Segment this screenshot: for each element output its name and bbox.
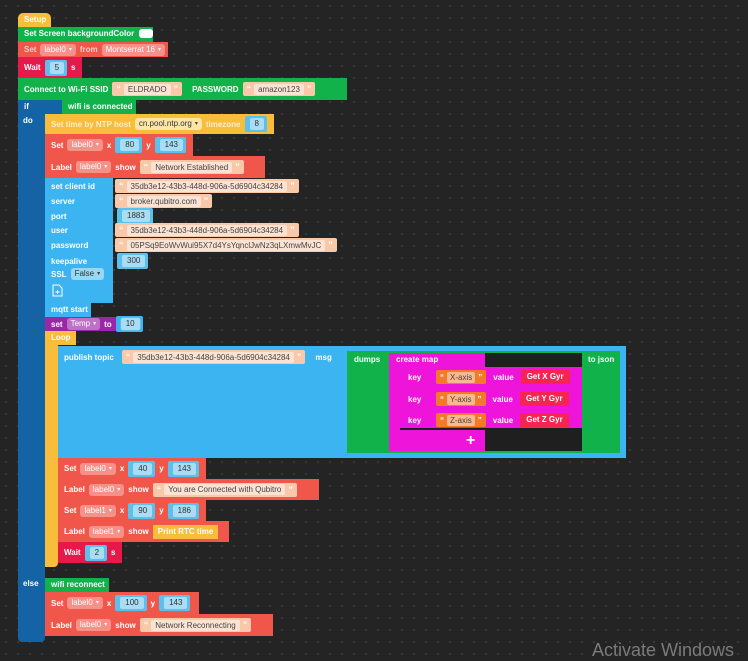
add-entry-button[interactable]: +: [466, 432, 476, 449]
variable-dropdown[interactable]: Temp▾: [66, 318, 101, 330]
setup-label: Setup: [24, 15, 47, 24]
wifi-connected-condition[interactable]: wifi is connected: [62, 100, 136, 114]
loop-header: Loop: [45, 331, 76, 345]
x-input[interactable]: 100: [119, 596, 145, 610]
y-input[interactable]: 143: [171, 461, 197, 476]
map-entry[interactable]: key “Z-axis” value Get Z Gyr: [408, 413, 569, 427]
key-input[interactable]: “Z-axis”: [436, 413, 486, 427]
y-input[interactable]: 186: [171, 503, 197, 518]
if-label: if: [24, 102, 29, 111]
user-row: user “35db3e12-43b3-448d-906a-5d6904c342…: [51, 223, 299, 237]
label-dropdown[interactable]: label1▾: [80, 504, 116, 517]
port-input[interactable]: 1883: [121, 209, 151, 223]
publish-row: publish topic “35db3e12-43b3-448d-906a-5…: [64, 350, 332, 364]
keepalive-input[interactable]: 300: [121, 254, 147, 268]
wait-block[interactable]: Wait 2 s: [58, 542, 122, 563]
set-position-block[interactable]: Set label1▾ x 90 y 186: [58, 500, 206, 521]
ssl-dropdown[interactable]: False▾: [70, 268, 105, 280]
wait-label: Wait: [24, 63, 41, 72]
label-dropdown[interactable]: label0▾: [75, 619, 112, 631]
add-file-icon[interactable]: [52, 284, 63, 297]
map-entry[interactable]: key “Y-axis” value Get Y Gyr: [408, 392, 569, 406]
password-row: password “05PSq9EoWvWui95X7d4YsYqnclJwNz…: [51, 238, 337, 252]
map-entry[interactable]: key “X-axis” value Get X Gyr: [408, 370, 570, 384]
client-id-row: set client id “35db3e12-43b3-448d-906a-5…: [51, 179, 299, 193]
label-text-input[interactable]: “Network Established”: [139, 160, 244, 174]
port-row: port 1883: [51, 208, 153, 224]
label-dropdown[interactable]: label0▾: [75, 161, 112, 173]
set-font-block[interactable]: Set label0▾ from Montserrat 16▾: [18, 42, 168, 57]
label-show-block[interactable]: Label label0▾ show “You are Connected wi…: [58, 479, 319, 500]
else-label: else: [23, 579, 39, 588]
wifi-connect-block[interactable]: Connect to Wi-Fi SSID “ELDRADO” PASSWORD…: [18, 78, 347, 100]
if-else-block[interactable]: [18, 100, 45, 642]
get-gyro-block[interactable]: Get Y Gyr: [519, 392, 569, 406]
create-map-label: create map: [396, 355, 439, 364]
label-dropdown[interactable]: label0▾: [80, 462, 116, 475]
x-input[interactable]: 80: [119, 138, 141, 152]
wait-seconds-input[interactable]: 2: [88, 545, 106, 560]
set-variable-block[interactable]: set Temp▾ to 10: [45, 316, 143, 332]
ssl-row: SSL False▾: [51, 268, 105, 280]
set-bg-color-block[interactable]: Set Screen backgroundColor: [18, 27, 154, 42]
dumps-label: dumps: [354, 355, 381, 364]
bg-color-label: Set Screen backgroundColor: [24, 29, 135, 38]
server-row: server “broker.qubitro.com”: [51, 194, 213, 208]
label-dropdown[interactable]: label0▾: [88, 483, 125, 496]
label-show-block[interactable]: Label label1▾ show Print RTC time: [58, 521, 229, 542]
from-label: from: [79, 45, 98, 54]
key-input[interactable]: “X-axis”: [436, 370, 487, 384]
set-label: Set: [24, 45, 37, 54]
wifi-reconnect-block[interactable]: wifi reconnect: [45, 578, 109, 592]
setup-hat[interactable]: Setup: [18, 13, 51, 27]
mqtt-config-block[interactable]: [45, 178, 113, 303]
x-input[interactable]: 40: [132, 461, 154, 476]
activate-windows-watermark: Activate Windows: [592, 640, 735, 660]
seconds-unit: s: [71, 63, 76, 72]
label-dropdown[interactable]: label0▾: [67, 139, 103, 151]
x-input[interactable]: 90: [132, 503, 154, 518]
set-position-block[interactable]: Set label0▾ x 100 y 143: [45, 592, 199, 614]
server-input[interactable]: “broker.qubitro.com”: [115, 194, 213, 208]
label-show-block[interactable]: Label label0▾ show “Network Reconnecting…: [45, 614, 273, 636]
timezone-label: timezone: [205, 119, 241, 129]
mqtt-start-block[interactable]: mqtt start: [45, 303, 91, 317]
variable-value-input[interactable]: 10: [119, 317, 141, 331]
bg-color-swatch[interactable]: [139, 29, 154, 39]
ssid-input[interactable]: “ELDRADO”: [112, 82, 183, 96]
label-text-input[interactable]: “You are Connected with Qubitro”: [152, 482, 297, 497]
set-position-block[interactable]: Set label0▾ x 80 y 143: [45, 134, 193, 156]
print-rtc-time-block[interactable]: Print RTC time: [152, 524, 219, 539]
set-position-block[interactable]: Set label0▾ x 40 y 143: [58, 458, 206, 479]
do-label: do: [23, 116, 33, 125]
user-input[interactable]: “35db3e12-43b3-448d-906a-5d6904c34284”: [115, 223, 299, 237]
get-gyro-block[interactable]: Get X Gyr: [520, 370, 570, 384]
wifi-ssid-label: Connect to Wi-Fi SSID: [24, 84, 109, 94]
loop-block[interactable]: [45, 331, 58, 567]
ntp-host-dropdown[interactable]: cn.pool.ntp.org▾: [134, 118, 202, 130]
key-input[interactable]: “Y-axis”: [436, 392, 486, 406]
timezone-input[interactable]: 8: [248, 117, 265, 131]
label-dropdown[interactable]: label0▾: [40, 43, 76, 56]
label-show-block[interactable]: Label label0▾ show “Network Established”: [45, 156, 265, 178]
label-dropdown[interactable]: label1▾: [88, 525, 125, 538]
wait-seconds-input[interactable]: 5: [48, 60, 66, 75]
y-input[interactable]: 143: [158, 138, 184, 152]
get-gyro-block[interactable]: Get Z Gyr: [520, 413, 569, 427]
y-input[interactable]: 143: [163, 596, 189, 610]
to-json-label: to json: [588, 355, 615, 364]
password-label: PASSWORD: [192, 84, 239, 94]
label-text-input[interactable]: “Network Reconnecting”: [139, 618, 252, 632]
mqtt-password-input[interactable]: “05PSq9EoWvWui95X7d4YsYqnclJwNz3qLXmwMvJ…: [115, 238, 337, 252]
ntp-block[interactable]: Set time by NTP host cn.pool.ntp.org▾ ti…: [45, 114, 274, 134]
wait-block[interactable]: Wait 5 s: [18, 57, 82, 78]
wifi-password-input[interactable]: “amazon123”: [242, 82, 316, 96]
ntp-label: Set time by NTP host: [51, 119, 131, 129]
topic-input[interactable]: “35db3e12-43b3-448d-906a-5d6904c34284”: [121, 350, 306, 364]
label-dropdown[interactable]: label0▾: [67, 597, 103, 609]
keepalive-row: keepalive 300: [51, 253, 149, 269]
font-dropdown[interactable]: Montserrat 16▾: [101, 43, 165, 56]
client-id-input[interactable]: “35db3e12-43b3-448d-906a-5d6904c34284”: [115, 179, 299, 193]
